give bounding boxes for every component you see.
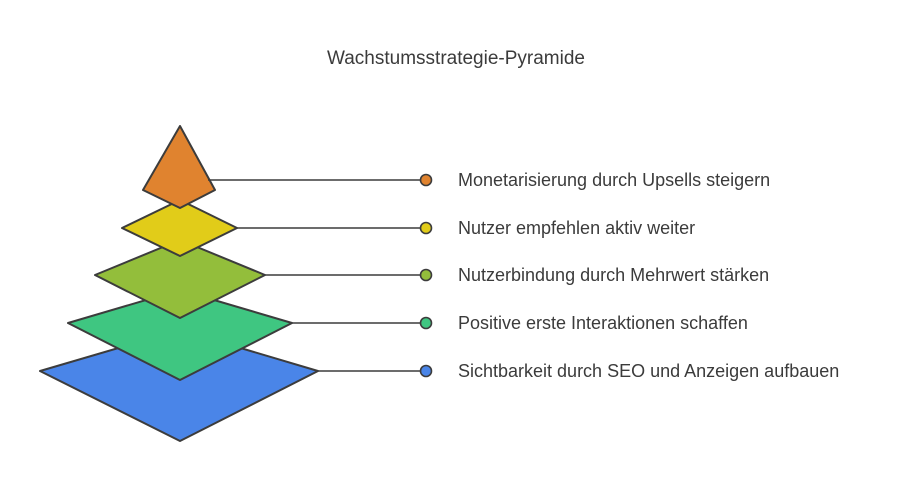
connector-dot-3 bbox=[419, 268, 433, 282]
layer-label-1: Monetarisierung durch Upsells steigern bbox=[458, 170, 770, 190]
layer-label-5: Sichtbarkeit durch SEO und Anzeigen aufb… bbox=[458, 361, 839, 381]
pyramid-layer-5 bbox=[39, 329, 319, 442]
layer-label-2: Nutzer empfehlen aktiv weiter bbox=[458, 218, 695, 238]
pyramid-layer-3 bbox=[94, 239, 266, 319]
connector-dot-2 bbox=[419, 221, 433, 235]
connector-dot-1 bbox=[419, 173, 433, 187]
connector-dot-5 bbox=[419, 364, 433, 378]
layer-label-4: Positive erste Interaktionen schaffen bbox=[458, 313, 748, 333]
layer-label-3: Nutzerbindung durch Mehrwert stärken bbox=[458, 265, 769, 285]
pyramid-layer-1 bbox=[142, 125, 216, 209]
pyramid-layer-2 bbox=[121, 199, 238, 257]
connector-dot-4 bbox=[419, 316, 433, 330]
diagram-title: Wachstumsstrategie-Pyramide bbox=[327, 48, 585, 69]
pyramid-layer-4 bbox=[67, 289, 293, 381]
